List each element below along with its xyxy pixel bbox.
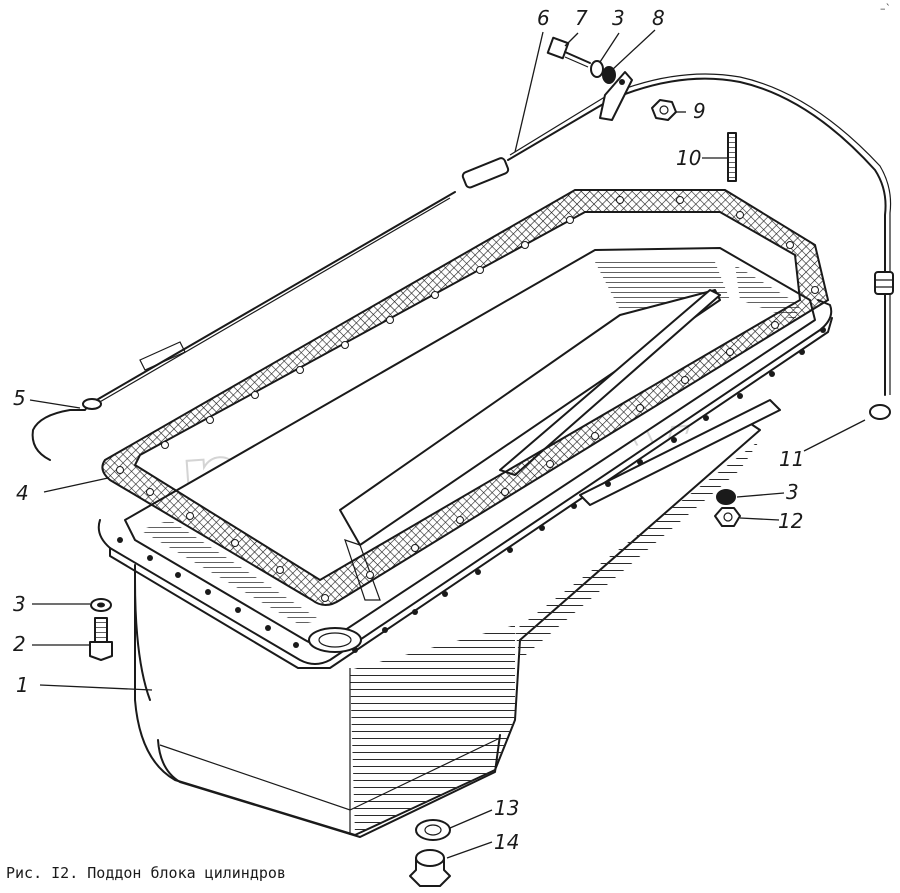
gasket-holes <box>116 196 819 602</box>
callout-7: 7 <box>575 6 588 30</box>
callout-10: 10 <box>676 146 701 170</box>
callout-6: 6 <box>537 6 550 30</box>
dipstick <box>31 191 456 461</box>
figure-caption: Рис. I2. Поддон блока цилиндров <box>6 864 286 882</box>
callout-3-top: 3 <box>612 6 625 30</box>
dipstick-tube <box>461 71 894 420</box>
callout-2: 2 <box>13 632 26 656</box>
drain-plug-set <box>409 819 451 887</box>
nut-9 <box>651 99 677 121</box>
callout-11: 11 <box>779 447 804 471</box>
callout-3-right: 3 <box>786 480 799 504</box>
right-nut-set <box>714 489 741 527</box>
callout-9: 9 <box>693 99 706 123</box>
corner-mark: –` <box>880 2 891 15</box>
stud-10 <box>727 132 737 182</box>
left-bolt-set <box>89 598 113 661</box>
callout-5: 5 <box>13 386 26 410</box>
callout-leaders <box>29 29 866 859</box>
pan-flange-holes <box>117 327 826 653</box>
callout-13: 13 <box>494 796 519 820</box>
oil-pan <box>97 247 833 838</box>
bracket-bolt <box>546 36 616 84</box>
callout-labels: 1 2 3 3 3 4 5 6 7 8 9 10 11 12 13 14 <box>13 6 804 854</box>
callout-3-left: 3 <box>13 592 26 616</box>
gasket <box>101 189 830 606</box>
callout-1: 1 <box>16 673 29 697</box>
callout-14: 14 <box>494 830 519 854</box>
callout-8: 8 <box>652 6 665 30</box>
callout-4: 4 <box>16 481 29 505</box>
callout-12: 12 <box>778 509 803 533</box>
